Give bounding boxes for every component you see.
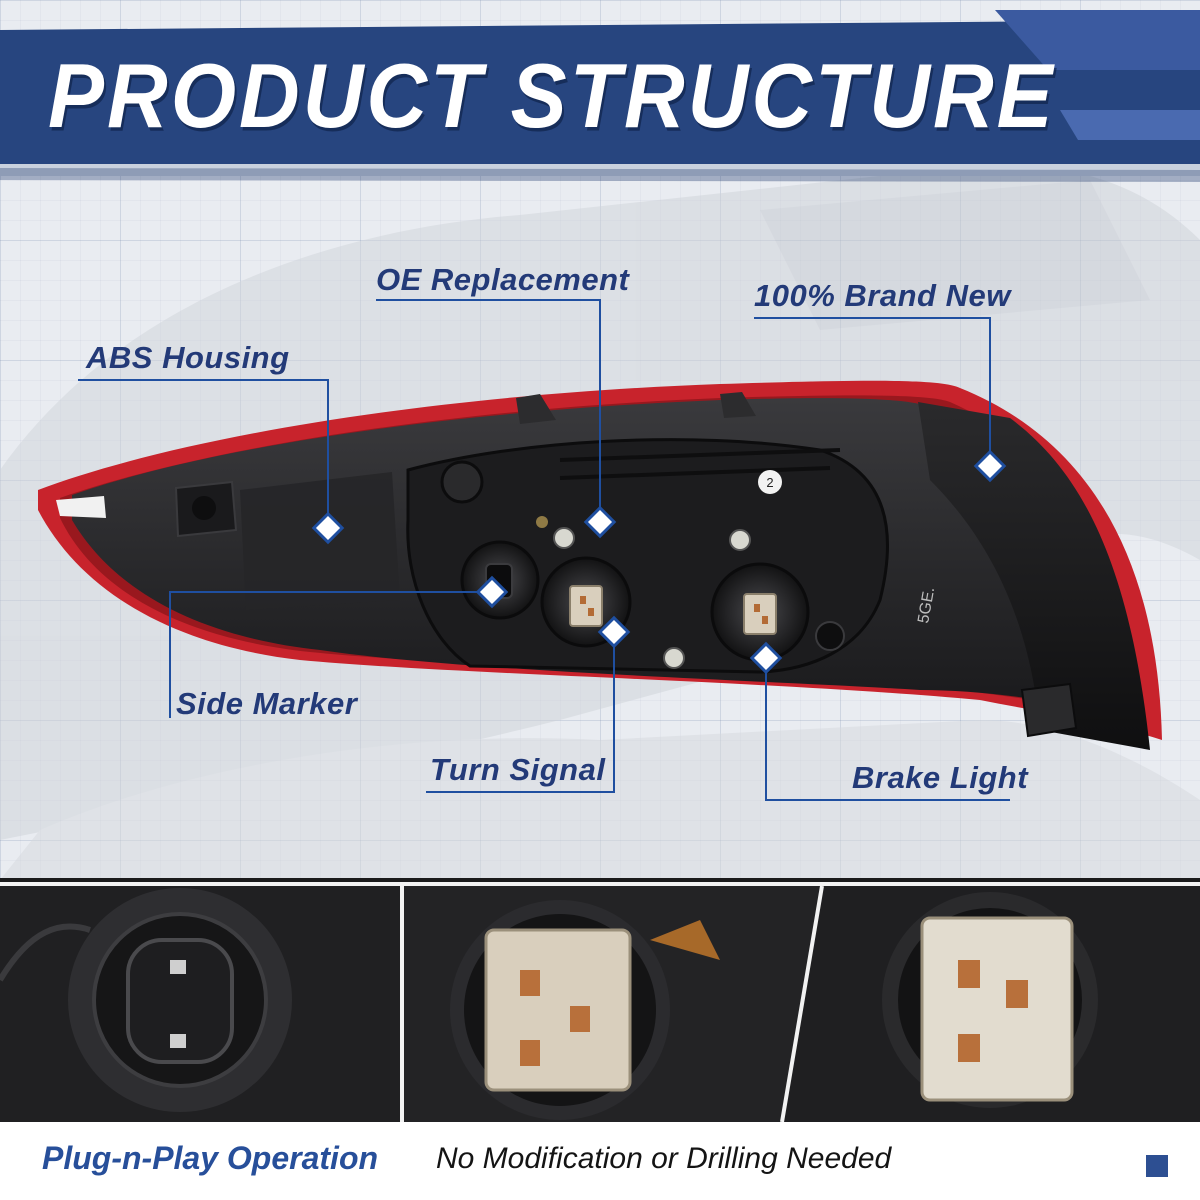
marker-oe-replacement <box>583 505 617 539</box>
leader-line-brake-light <box>765 658 1010 801</box>
leader-line-brand-new <box>754 317 991 466</box>
footer-secondary-text: No Modification or Drilling Needed <box>436 1142 892 1175</box>
page-title: PRODUCT STRUCTURE <box>48 45 1056 147</box>
marker-brand-new <box>973 449 1007 483</box>
footer-accent-square <box>1146 1155 1168 1177</box>
callout-brand-new: 100% Brand New <box>754 278 1011 313</box>
tail-light-illustration: 2 5GE. <box>38 380 1162 750</box>
housing-code-text: 5GE. <box>915 586 938 625</box>
socket-number-text: 2 <box>766 475 773 490</box>
leader-line-side-marker <box>169 591 492 718</box>
detail-panel-turn-signal <box>402 886 822 1122</box>
detail-panel-brake-light <box>784 886 1200 1122</box>
footer-primary-text: Plug-n-Play Operation <box>42 1140 379 1176</box>
leader-line-abs-housing <box>78 379 329 528</box>
callout-oe-replacement: OE Replacement <box>376 262 630 297</box>
marker-brake-light <box>749 641 783 675</box>
footer-bar <box>0 1122 1200 1200</box>
callout-abs-housing: ABS Housing <box>86 340 290 375</box>
callout-turn-signal: Turn Signal <box>430 752 606 787</box>
callout-side-marker: Side Marker <box>176 686 358 721</box>
leader-line-oe-replacement <box>376 299 601 522</box>
header-banner <box>0 10 1200 182</box>
leader-line-turn-signal <box>426 632 615 793</box>
leader-lines <box>78 299 1010 801</box>
marker-abs-housing <box>311 511 345 545</box>
detail-strip <box>0 878 1200 1123</box>
callout-markers <box>311 449 1007 675</box>
marker-side-marker <box>475 575 509 609</box>
marker-turn-signal <box>597 615 631 649</box>
callout-brake-light: Brake Light <box>852 760 1029 795</box>
detail-panel-side-marker <box>0 886 402 1122</box>
